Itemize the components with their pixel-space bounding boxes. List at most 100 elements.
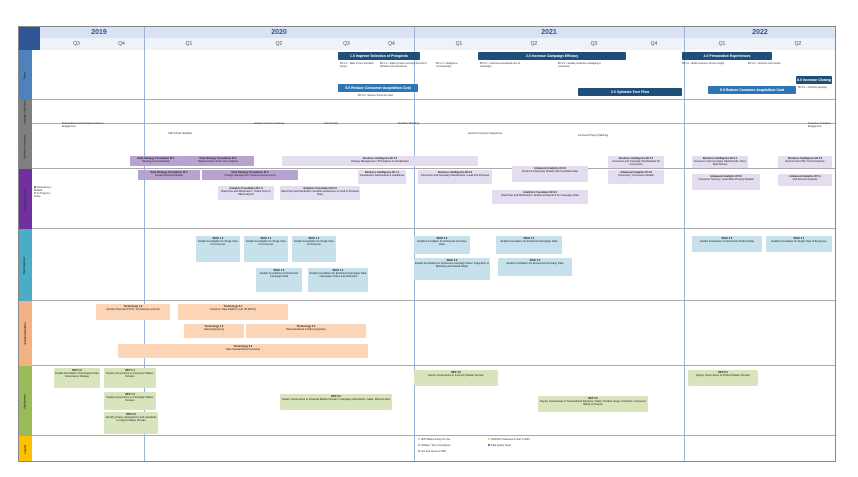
side-legend-dependency-text: Dependency / Related bbox=[34, 186, 52, 192]
objective-note: BO 1.2 - Adapt prospect scoring informed… bbox=[380, 62, 428, 68]
lane-label-legend: Legend bbox=[18, 436, 32, 462]
deployment-title: DEP 2.0 bbox=[126, 413, 136, 416]
ingestion-text: Enable Foundation for Single View of Emp… bbox=[771, 240, 827, 244]
year-divider bbox=[144, 26, 145, 462]
theme-box: 2.0 Increase Campaign Efficacy bbox=[478, 52, 626, 60]
feature-title: Advanced Analytics M 4.0 bbox=[620, 171, 652, 174]
theme-box: 5.0 Reduce Consumer Acquisition Cost bbox=[338, 84, 418, 92]
deployment-title: DEP 1.2 bbox=[125, 393, 135, 396]
feature-text: Data Prep and Distribution / Online Sync… bbox=[221, 190, 271, 197]
legend-item: MVP Data Coming Into Use bbox=[418, 438, 478, 441]
technical-text: Data Stewardship Processing bbox=[225, 348, 261, 352]
ingestion-title: INGE 1.2 bbox=[308, 237, 320, 240]
lane-label-theme: Theme bbox=[18, 50, 32, 100]
technical-title: Technology 1.0 bbox=[123, 305, 143, 308]
quarter-band bbox=[18, 38, 836, 50]
lane-features bbox=[18, 169, 836, 229]
lane-label-objectives-text: Strategic Objectives bbox=[23, 99, 27, 125]
lane-label-technical: Technical Enablers bbox=[18, 301, 32, 366]
ingestion-text: Enable Foundation for Enhanced Campaign … bbox=[260, 272, 298, 279]
legend-item: SCRUM of Releases to start in 2020 bbox=[488, 438, 548, 441]
lane-ingestion bbox=[18, 229, 836, 301]
lane-technical bbox=[18, 301, 836, 366]
year-divider bbox=[684, 26, 685, 462]
feature-title: Business Intelligence BI 4.1 bbox=[702, 157, 738, 160]
lane-label-deployment-text: Deployment bbox=[23, 393, 27, 409]
ingestion-text: Enable Foundation for Single View of Cus… bbox=[294, 240, 334, 247]
feature-title: Advanced Analytics M 5.0 bbox=[710, 175, 742, 178]
feature-title: Business Intelligence BI 1.0 bbox=[362, 157, 398, 160]
quarter-2022-q1: Q1 bbox=[718, 41, 726, 47]
deployment-text: Deploy Governance to Campaign Master Dom… bbox=[106, 396, 154, 403]
feature-text: Change Management / BI Analytics & Visua… bbox=[350, 160, 410, 164]
lane-label-outcomes: Business Outcomes bbox=[18, 124, 32, 169]
theme-box: 6.0 Increase Closing bbox=[796, 76, 832, 84]
objective-note: BO 5.2 - Reduce Spend per lead bbox=[358, 94, 393, 97]
ingestion-title: INGE 2.3 bbox=[446, 259, 458, 262]
ingestion-text: Enable Foundation for Enhanced Campaign … bbox=[506, 262, 564, 266]
feature-text: Consumer and Campaign Dashboards / Lead … bbox=[420, 174, 490, 178]
year-2020: 2020 bbox=[271, 28, 287, 36]
lane-label-technical-text: Technical Enablers bbox=[23, 322, 27, 345]
ingestion-title: INGE 1.1 bbox=[260, 237, 272, 240]
quarter-2021-q3: Q3 bbox=[590, 41, 598, 47]
side-legend-active-text: In Progress / Active bbox=[34, 192, 51, 198]
deployment-text: Deploy Governance to Consumer Master Dom… bbox=[106, 372, 154, 379]
outcome-note: Activate Consumer Journeys bbox=[254, 122, 285, 125]
year-2021: 2021 bbox=[541, 28, 557, 36]
quarter-2022-q2: Q2 bbox=[794, 41, 802, 47]
objective-note: BO 4.2 - Optimize touch points bbox=[748, 62, 781, 65]
quarter-2021-q1: Q1 bbox=[455, 41, 463, 47]
legend-item-text: Validate / Test of prototypes bbox=[421, 444, 451, 447]
deployment-title: DEP 4.0 bbox=[451, 371, 461, 374]
feature-text: Returns and Offer Trend Analytics bbox=[785, 160, 825, 164]
side-legend-active: In Progress / Active bbox=[34, 192, 54, 198]
feature-text: Visualization Dashboards & Guidelines bbox=[359, 174, 405, 178]
technical-title: Technology 1.0 bbox=[204, 325, 224, 328]
deployment-text: Deploy Governance to Inventory Master Do… bbox=[428, 374, 484, 378]
objective-note: BO 1.1 - Tailor to the most likely buyer… bbox=[340, 62, 374, 68]
outcome-note: CDP Solution Enabled bbox=[168, 132, 192, 135]
deployment-title: DEP 3.0 bbox=[331, 395, 341, 398]
quarter-2020-q2: Q2 bbox=[275, 41, 283, 47]
feature-title: Analytics Foundation M 1.0 bbox=[229, 187, 263, 190]
feature-title: Analytics Foundation M 2.0 bbox=[303, 187, 337, 190]
technical-text: Identify Potential of POC, Architecture … bbox=[106, 308, 160, 312]
feature-title: Business Intelligence BI 1.1 bbox=[364, 171, 400, 174]
lane-label-ingestion-text: Data Ingestion bbox=[23, 256, 27, 274]
theme-box: 1.0 Improve Selection of Prospects bbox=[338, 52, 420, 60]
feature-text: Data Prep and Distribution / Enable arch… bbox=[281, 190, 359, 197]
deployment-text: Deploy Governance to Financial Master Do… bbox=[282, 398, 390, 402]
feature-title: Business Intelligence BI 2.0 bbox=[437, 171, 473, 174]
objective-note: BO 5.1 - Optimize targeting bbox=[798, 86, 827, 89]
technical-title: Technology 2.1 bbox=[223, 305, 243, 308]
ingestion-text: Enable Foundation for Enhanced Inventory… bbox=[417, 240, 467, 247]
quarter-2020-q4: Q4 bbox=[388, 41, 395, 47]
feature-text: Enhance Propensity Models with Feedback … bbox=[522, 170, 578, 174]
ingestion-text: Enable Foundation for Enhanced Campaign … bbox=[415, 262, 489, 269]
feature-title: Advanced Analytics M 3.0 bbox=[534, 167, 566, 170]
deployment-text: Deploy Governance to Product Master Doma… bbox=[696, 374, 750, 378]
legend-item-text: Data Quality Setup bbox=[491, 444, 512, 447]
outcome-note: Predictive Modeling bbox=[398, 122, 419, 125]
